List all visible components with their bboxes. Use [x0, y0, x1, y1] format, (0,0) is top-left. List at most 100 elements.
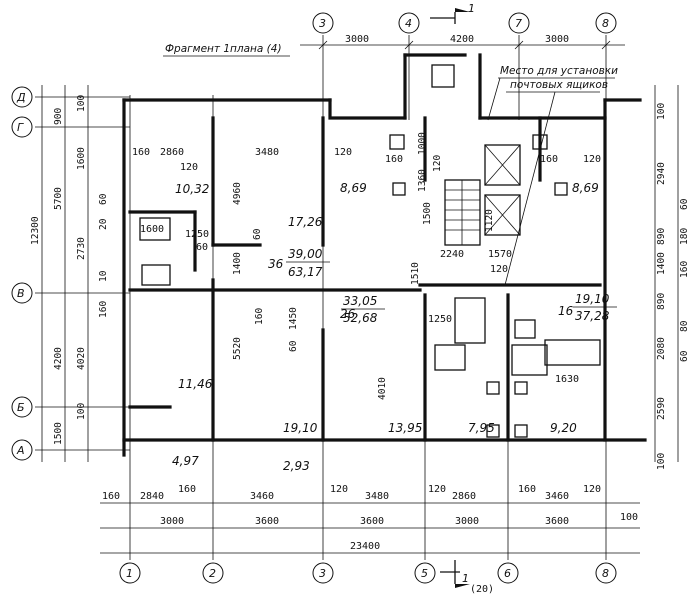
drawing-title: Фрагмент 1плана (4)	[165, 43, 282, 55]
int-dim-3480: 3480	[255, 147, 279, 158]
axis-left-D: Д	[16, 91, 26, 104]
int-dim-60-b: 60	[252, 228, 263, 240]
int-dim-1500: 1500	[422, 202, 433, 225]
right-dim-890-a: 890	[656, 228, 667, 245]
right-dim-60: 60	[679, 198, 690, 210]
axis-top-4: 4	[405, 17, 412, 30]
right-dim-60-b: 60	[679, 350, 690, 362]
bottom-dim1-4: 120	[330, 484, 348, 495]
int-dim-1360: 1360	[417, 169, 428, 192]
int-dim-5520: 5520	[232, 337, 243, 360]
int-dim-1250-a: 1250	[185, 229, 209, 240]
left-dim-100-top: 100	[76, 95, 87, 112]
bottom-dim2-0: 3000	[160, 516, 184, 527]
int-dim-120-e: 120	[583, 154, 601, 165]
int-dim-2860: 2860	[160, 147, 184, 158]
axis-markers-bottom: 1 2 3 5 6 8	[119, 562, 617, 584]
left-dim-total: 12300	[30, 216, 41, 245]
int-dim-60-c: 60	[288, 340, 299, 352]
mailbox-note-line2: почтовых ящиков	[510, 79, 608, 91]
int-dim-4960: 4960	[232, 182, 243, 205]
right-dim-890-b: 890	[656, 293, 667, 310]
apt-26: 26	[340, 307, 356, 321]
left-dim-2730: 2730	[76, 237, 87, 260]
int-dim-60-a: 60	[196, 242, 208, 253]
right-dim-2940: 2940	[656, 162, 667, 185]
apt-36: 36	[268, 257, 284, 271]
right-dim-1400: 1400	[656, 252, 667, 275]
top-dim-3: 3000	[545, 34, 569, 45]
area-10-32: 10,32	[175, 182, 209, 196]
bottom-dim1-1: 2840	[140, 491, 164, 502]
left-dim-4020: 4020	[76, 347, 87, 370]
axis-grid-lines	[35, 35, 607, 560]
left-dim-900: 900	[53, 108, 64, 125]
area-19-10-right: 19,10	[575, 292, 610, 306]
left-dim-20: 20	[98, 218, 109, 230]
int-dim-160-c: 160	[385, 154, 403, 165]
stair-core	[431, 64, 521, 246]
axis-bottom-6: 6	[504, 567, 511, 580]
int-dim-160-b: 160	[254, 308, 265, 325]
bottom-dim2-2: 3600	[360, 516, 384, 527]
axis-bottom-1: 1	[126, 567, 133, 580]
bottom-dim1-6: 120	[428, 484, 446, 495]
bottom-dim2-5: 100	[620, 512, 638, 523]
bottom-dim1-8: 160	[518, 484, 536, 495]
area-4-97: 4,97	[172, 454, 199, 468]
axis-left-A: А	[16, 444, 25, 457]
left-dim-1600: 1600	[76, 147, 87, 170]
int-dim-160-a: 160	[132, 147, 150, 158]
mailbox-note-line1: Место для установки	[500, 65, 618, 77]
bottom-dim1-9: 3460	[545, 491, 569, 502]
axis-left-G: Г	[17, 121, 24, 134]
area-2-93: 2,93	[283, 459, 310, 473]
interior-dimensions: 2860 120 3480 120 160 4960 1250 60 60 14…	[132, 132, 601, 400]
exterior-walls	[122, 53, 647, 457]
axis-bottom-8: 8	[602, 567, 609, 580]
bottom-dim2-1: 3600	[255, 516, 279, 527]
area-52-68: 52,68	[343, 311, 378, 325]
interior-walls	[128, 116, 602, 442]
bottom-dim1-7: 2860	[452, 491, 476, 502]
bottom-dim1-3: 3460	[250, 491, 274, 502]
left-dim-1500: 1500	[53, 422, 64, 445]
bottom-dimension-chains: 160 2840 160 3460 120 3480 120 2860 160 …	[100, 484, 640, 554]
area-7-95: 7,95	[468, 421, 495, 435]
bottom-dim1-0: 160	[102, 491, 120, 502]
int-dim-1400: 1400	[232, 252, 243, 275]
area-13-95: 13,95	[388, 421, 422, 435]
sanitary-fixtures	[139, 134, 601, 438]
section-mark-bottom-label: 1	[462, 572, 469, 585]
right-dim-2590: 2590	[656, 397, 667, 420]
axis-bottom-5: 5	[421, 567, 428, 580]
room-areas: 10,32 8,69 8,69 17,26 39,00 63,17 36 33,…	[172, 181, 617, 473]
area-19-10-left: 19,10	[283, 421, 318, 435]
axis-bottom-3: 3	[319, 567, 326, 580]
area-39-00: 39,00	[288, 247, 323, 261]
top-dim-2: 4200	[450, 34, 474, 45]
area-8-69-left: 8,69	[340, 181, 367, 195]
area-33-05: 33,05	[343, 294, 377, 308]
right-dim-2080: 2080	[656, 337, 667, 360]
int-dim-160-d: 160	[540, 154, 558, 165]
section-mark-bottom: 1 (20)	[440, 560, 494, 595]
area-9-20: 9,20	[550, 421, 577, 435]
int-dim-1250-b: 1250	[428, 314, 452, 325]
int-dim-120-a: 120	[180, 162, 198, 173]
top-dimension-chain: 3000 4200 3000	[300, 34, 625, 50]
section-mark-top-label: 1	[468, 2, 475, 15]
section-mark-bottom-ref: (20)	[470, 584, 494, 595]
int-dim-1510: 1510	[410, 262, 421, 285]
bottom-dim2-3: 3000	[455, 516, 479, 527]
right-dim-100-bottom: 100	[656, 453, 667, 470]
axis-bottom-2: 2	[209, 567, 216, 580]
right-dim-100-top: 100	[656, 103, 667, 120]
top-dim-1: 3000	[345, 34, 369, 45]
area-8-69-right: 8,69	[572, 181, 599, 195]
int-dim-120-d: 120	[490, 264, 508, 275]
area-37-28: 37,28	[575, 309, 610, 323]
int-dim-120-b: 120	[334, 147, 352, 158]
